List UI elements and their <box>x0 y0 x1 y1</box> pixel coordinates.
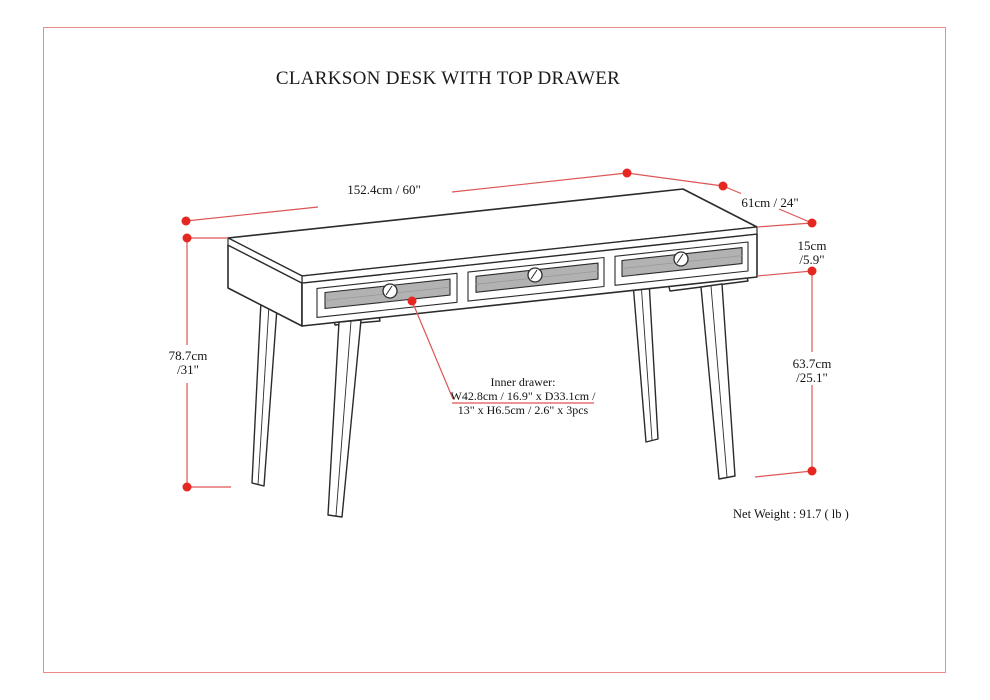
dimension-marker <box>718 181 728 191</box>
inner-drawer-note: Inner drawer: W42.8cm / 16.9" x D33.1cm … <box>450 375 596 417</box>
dimension-markers <box>181 168 817 492</box>
leg-front-left <box>327 311 381 518</box>
dimension-marker <box>807 266 817 276</box>
leg-back-right <box>632 280 659 443</box>
drawer-1-finger-hole <box>382 283 398 299</box>
leg-front-right <box>667 273 749 480</box>
leader-line-inner-drawer <box>411 300 454 400</box>
dimension-marker <box>182 482 192 492</box>
dimension-label-top-section: 15cm /5.9" <box>797 238 827 267</box>
dimension-marker <box>181 216 191 226</box>
dimension-lines <box>185 172 813 488</box>
drawer-finger-holes <box>382 251 689 299</box>
drawer-3-finger-hole <box>673 251 689 267</box>
dimension-marker <box>407 296 417 306</box>
desk-top-left-edge <box>227 237 303 284</box>
leg-back-left <box>251 300 278 487</box>
desk-top <box>227 188 758 284</box>
dimension-leader-top-section-lower <box>756 270 813 277</box>
dimension-leader-top-section-upper <box>756 222 813 228</box>
dimension-label-depth: 61cm / 24" <box>741 195 799 210</box>
dimension-label-width: 152.4cm / 60" <box>347 182 421 197</box>
dimension-line-width <box>185 206 319 222</box>
net-weight-label: Net Weight : 91.7 ( lb ) <box>733 507 849 521</box>
dimension-marker <box>807 466 817 476</box>
dimension-marker <box>807 218 817 228</box>
drawer-2-finger-hole <box>527 267 543 283</box>
dimension-marker <box>622 168 632 178</box>
dimension-label-overall-height: 78.7cm /31" <box>168 348 208 377</box>
desk-line-drawing <box>227 188 758 518</box>
dimension-label-leg-clearance: 63.7cm /25.1" <box>792 356 832 385</box>
page-title: CLARKSON DESK WITH TOP DRAWER <box>275 68 621 89</box>
dimension-marker <box>182 233 192 243</box>
drawers <box>316 241 749 318</box>
